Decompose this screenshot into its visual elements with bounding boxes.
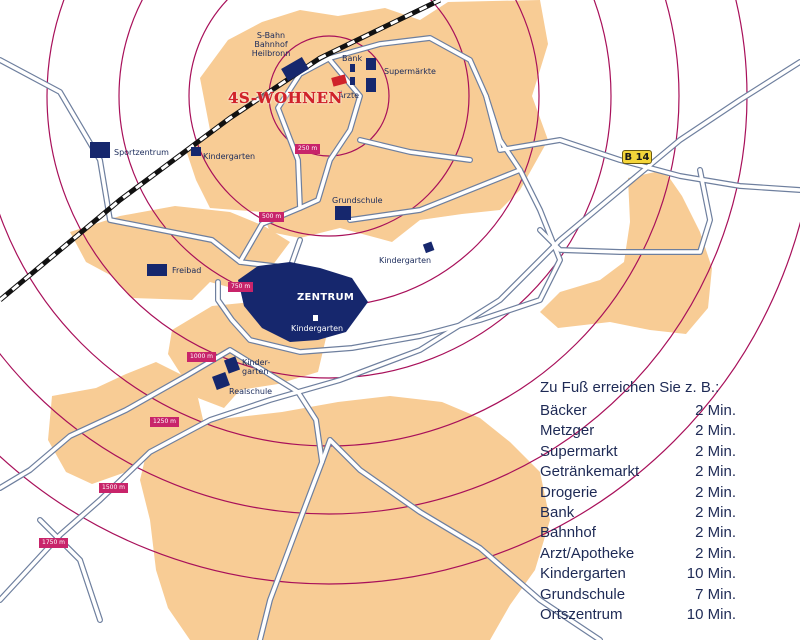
list-item: Supermarkt 2 Min. — [540, 442, 736, 462]
grundschule-block[interactable] — [335, 206, 351, 220]
radius-label-750m: 750 m — [228, 282, 254, 292]
ring-500m — [188, 0, 470, 237]
supermaerkte-block-1[interactable] — [366, 58, 376, 70]
list-item: Bäcker 2 Min. — [540, 401, 736, 421]
place-name: Bäcker — [540, 402, 587, 419]
zentrum-label: ZENTRUM — [297, 292, 355, 303]
place-name: Bank — [540, 504, 575, 522]
place-name: Arzt/Apotheke — [540, 544, 635, 562]
ring-1000m — [46, 0, 612, 379]
settlement-north — [186, 0, 548, 242]
label-grundschule: Grundschule — [332, 196, 383, 205]
radius-label-1750m: 1750 m — [39, 538, 69, 548]
radius-label-1250m: 1250 m — [150, 417, 180, 427]
poi-blocks — [90, 56, 435, 390]
walking-times-panel: Zu Fuß erreichen Sie z. B.: Bäcker 2 Min.… — [540, 378, 760, 625]
list-item: Drogerie 2 Min. — [540, 483, 736, 503]
brand-label: 4S-WOHNEN — [228, 89, 343, 107]
zentrum-area[interactable] — [238, 262, 368, 342]
list-item: Bahnhof 2 Min. — [540, 523, 736, 543]
kindergarten-e-block[interactable] — [422, 241, 435, 254]
place-name: Metzger — [540, 422, 595, 440]
place-name: Getränkemarkt — [540, 463, 640, 481]
walk-time: 2 Min. — [695, 504, 736, 522]
label-sbahn: S-Bahn Bahnhof Heilbronn — [251, 31, 291, 58]
walk-time: 2 Min. — [695, 544, 736, 562]
radius-label-500m: 500 m — [259, 212, 285, 222]
highway-b14-shield: B 14 — [622, 150, 652, 164]
place-name: Kindergarten — [540, 565, 626, 583]
sportzentrum-block[interactable] — [90, 142, 110, 158]
list-item: Arzt/Apotheke 2 Min. — [540, 544, 736, 564]
supermaerkte-block-2[interactable] — [366, 78, 376, 92]
walking-times-list: Bäcker 2 Min. Metzger 2 Min. Supermarkt 2 M… — [540, 401, 760, 625]
label-kindergarten-sw: Kinder- garten — [242, 358, 271, 376]
walk-time: 2 Min. — [695, 483, 736, 501]
walking-times-title: Zu Fuß erreichen Sie z. B.: — [540, 379, 720, 396]
place-name: Bahnhof — [540, 524, 596, 542]
label-kindergarten-zentrum: Kindergarten — [291, 324, 344, 333]
walk-time: 2 Min. — [695, 463, 736, 481]
list-item: Grundschule 7 Min. — [540, 585, 736, 605]
ring-1750m — [0, 220, 800, 585]
aerzte-block[interactable] — [350, 77, 355, 85]
bank-block[interactable] — [350, 64, 355, 72]
label-aerzte: Ärzte — [338, 91, 360, 100]
walk-time: 7 Min. — [695, 585, 736, 603]
settlement-southwest — [48, 362, 204, 484]
settlement-west — [70, 206, 290, 300]
radius-label-1000m: 1000 m — [187, 352, 217, 362]
realschule-block[interactable] — [212, 372, 230, 390]
walk-time: 10 Min. — [686, 565, 736, 583]
list-item: Metzger 2 Min. — [540, 421, 736, 441]
place-name: Ortszentrum — [540, 606, 623, 624]
label-sportzentrum: Sportzentrum — [114, 148, 169, 157]
label-kindergarten-nw: Kindergarten — [203, 152, 256, 161]
list-item: Kindergarten 10 Min. — [540, 564, 736, 584]
label-realschule: Realschule — [229, 387, 273, 396]
list-item: Bank 2 Min. — [540, 503, 736, 523]
sbahn-station-block[interactable] — [281, 56, 309, 82]
4s-wohnen-location[interactable] — [331, 74, 348, 87]
label-freibad: Freibad — [172, 266, 202, 275]
label-supermaerkte: Supermärkte — [384, 67, 436, 76]
ring-250m — [268, 35, 390, 157]
walk-time: 10 Min. — [686, 606, 736, 624]
list-item: Getränkemarkt 2 Min. — [540, 462, 736, 482]
walk-time: 2 Min. — [695, 442, 736, 460]
label-kindergarten-e: Kindergarten — [379, 256, 432, 265]
label-bank: Bank — [342, 54, 363, 63]
radius-label-250m: 250 m — [295, 144, 321, 154]
walk-time: 2 Min. — [695, 402, 736, 419]
walk-time: 2 Min. — [695, 524, 736, 542]
radius-label-1500m: 1500 m — [99, 483, 129, 493]
kindergarten-nw-block[interactable] — [191, 147, 201, 156]
walk-time: 2 Min. — [695, 422, 736, 440]
kindergarten-sw-block[interactable] — [223, 356, 241, 374]
place-name: Supermarkt — [540, 442, 618, 460]
place-name: Grundschule — [540, 585, 626, 603]
settlement-south — [140, 396, 550, 640]
place-name: Drogerie — [540, 483, 598, 501]
settlement-areas — [48, 0, 712, 640]
freibad-block[interactable] — [147, 264, 167, 276]
kindergarten-zentrum-marker[interactable] — [313, 315, 318, 321]
list-item: Ortszentrum 10 Min. — [540, 605, 736, 625]
railway-line — [0, 0, 442, 302]
